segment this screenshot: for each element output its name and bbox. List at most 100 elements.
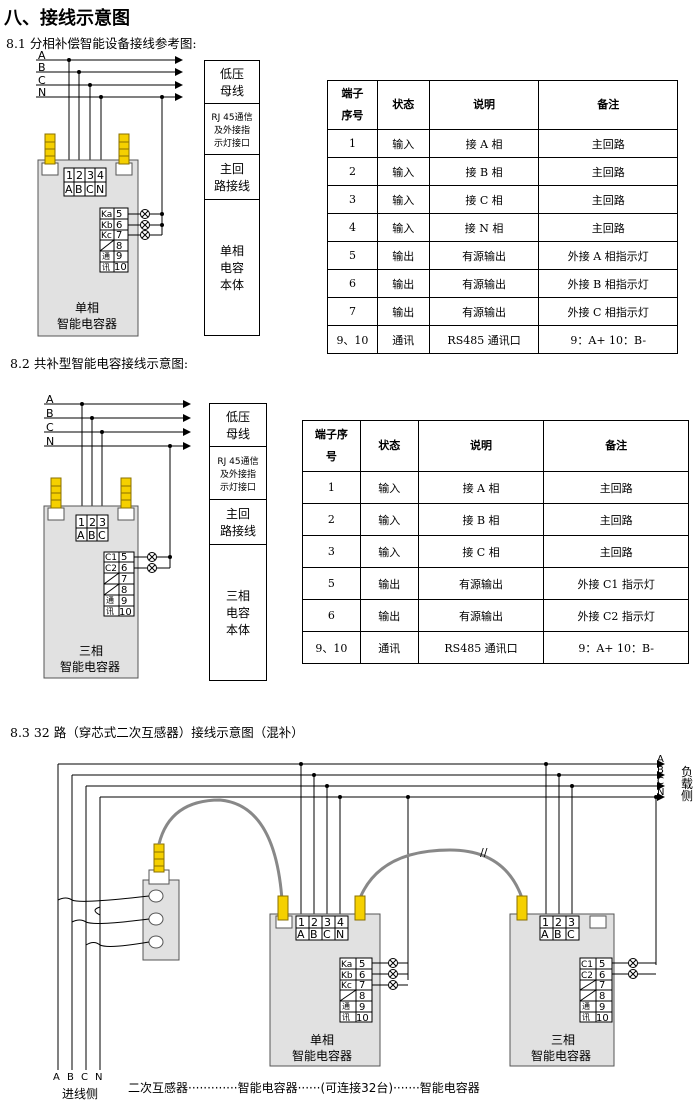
phase-label: B <box>38 61 46 74</box>
table-cell: 外接 C 相指示灯 <box>538 297 678 326</box>
table-cell: 外接 C1 指示灯 <box>543 567 689 600</box>
svg-text:B: B <box>46 407 54 420</box>
svg-text:智能电容器: 智能电容器 <box>292 1048 352 1063</box>
bottom-caption: 二次互感器·············智能电容器······(可连接32台)···… <box>128 1080 480 1095</box>
table-cell: 3 <box>327 185 378 214</box>
svg-text:A: A <box>46 393 54 406</box>
table-cell: 2 <box>327 157 378 186</box>
table-cell: 有源输出 <box>428 269 540 298</box>
svg-text:B: B <box>657 765 664 776</box>
table-cell: 输出 <box>376 297 430 326</box>
svg-text:1: 1 <box>298 916 305 929</box>
table-cell: 接 C 相 <box>428 185 540 214</box>
table-cell: 主回路 <box>543 503 689 536</box>
svg-text:B: B <box>67 1072 74 1083</box>
svg-text:载: 载 <box>681 777 693 791</box>
svg-text:5: 5 <box>599 959 605 970</box>
rj45-connector-icon <box>153 843 165 873</box>
legend-column-8-1: 低压 母线 RJ 45通信 及外接指 示灯接口 主回 路接线 单相 电容 本体 <box>204 60 260 336</box>
svg-text:1: 1 <box>78 516 85 529</box>
svg-text:负: 负 <box>681 765 693 779</box>
svg-text:6: 6 <box>599 970 605 981</box>
svg-text:C: C <box>567 928 575 941</box>
table-cell: 有源输出 <box>428 241 540 270</box>
table-cell: RS485 通讯口 <box>428 325 540 354</box>
svg-text:C2: C2 <box>581 971 593 981</box>
svg-text:A: A <box>541 928 549 941</box>
table-cell: 通讯 <box>376 325 430 354</box>
svg-text:N: N <box>95 1072 102 1083</box>
svg-text:Ka: Ka <box>101 210 112 220</box>
svg-text:A: A <box>65 183 73 196</box>
svg-text:三相: 三相 <box>79 644 103 658</box>
table-cell: 7 <box>327 297 378 326</box>
svg-text:4: 4 <box>337 916 344 929</box>
svg-text:9: 9 <box>116 251 122 262</box>
svg-text:C: C <box>98 529 106 542</box>
table-cell: 2 <box>302 503 361 536</box>
svg-text:Kc: Kc <box>101 231 112 241</box>
svg-text:4: 4 <box>97 169 104 182</box>
table-cell: 输入 <box>376 129 430 158</box>
svg-text:9: 9 <box>121 596 127 607</box>
svg-text:5: 5 <box>116 209 122 220</box>
svg-text:7: 7 <box>121 574 127 585</box>
svg-text:6: 6 <box>116 220 122 231</box>
section-8-2-title: 8.2 共补型智能电容接线示意图: <box>10 356 189 371</box>
rj45-connector-icon <box>277 895 366 921</box>
table-cell: 9：A+ 10：B- <box>543 631 689 664</box>
svg-text:9: 9 <box>599 1002 605 1013</box>
svg-text:1: 1 <box>542 916 549 929</box>
svg-text:B: B <box>554 928 562 941</box>
table-cell: 输入 <box>359 471 419 504</box>
svg-text:7: 7 <box>116 230 122 241</box>
table-cell: 接 A 相 <box>417 471 545 504</box>
table-cell: 接 B 相 <box>417 503 545 536</box>
table-cell: 外接 C2 指示灯 <box>543 599 689 632</box>
table-cell: 接 A 相 <box>428 129 540 158</box>
svg-text:9: 9 <box>359 1002 365 1013</box>
svg-text:1: 1 <box>66 169 73 182</box>
table-cell: 通讯 <box>359 631 419 664</box>
svg-text:C: C <box>46 421 54 434</box>
svg-text:8: 8 <box>121 585 127 596</box>
phase-label: C <box>38 74 46 87</box>
section-8-1-title: 8.1 分相补偿智能设备接线参考图: <box>6 36 197 51</box>
svg-text:10: 10 <box>114 262 127 273</box>
svg-text:B: B <box>88 529 96 542</box>
table-cell: 输入 <box>359 503 419 536</box>
svg-text:7: 7 <box>359 980 365 991</box>
svg-text:三相: 三相 <box>551 1033 575 1047</box>
table-cell: 主回路 <box>543 535 689 568</box>
svg-text:智能电容器: 智能电容器 <box>60 659 120 674</box>
phase-label: A <box>38 50 46 62</box>
svg-text:6: 6 <box>359 970 365 981</box>
svg-text:C: C <box>81 1072 88 1083</box>
table-header-cell: 说明 <box>417 420 545 472</box>
indicator-lamp-icon <box>134 446 171 573</box>
svg-text:10: 10 <box>119 607 132 618</box>
table-cell: 主回路 <box>538 157 678 186</box>
svg-text:5: 5 <box>359 959 365 970</box>
svg-text:C1: C1 <box>581 960 593 970</box>
table-cell: 5 <box>327 241 378 270</box>
incoming-side-label: 进线侧 <box>62 1087 98 1101</box>
table-header-cell: 备注 <box>538 80 678 130</box>
svg-text:C: C <box>323 928 331 941</box>
table-header-cell: 状态 <box>359 420 419 472</box>
table-cell: 输出 <box>376 241 430 270</box>
